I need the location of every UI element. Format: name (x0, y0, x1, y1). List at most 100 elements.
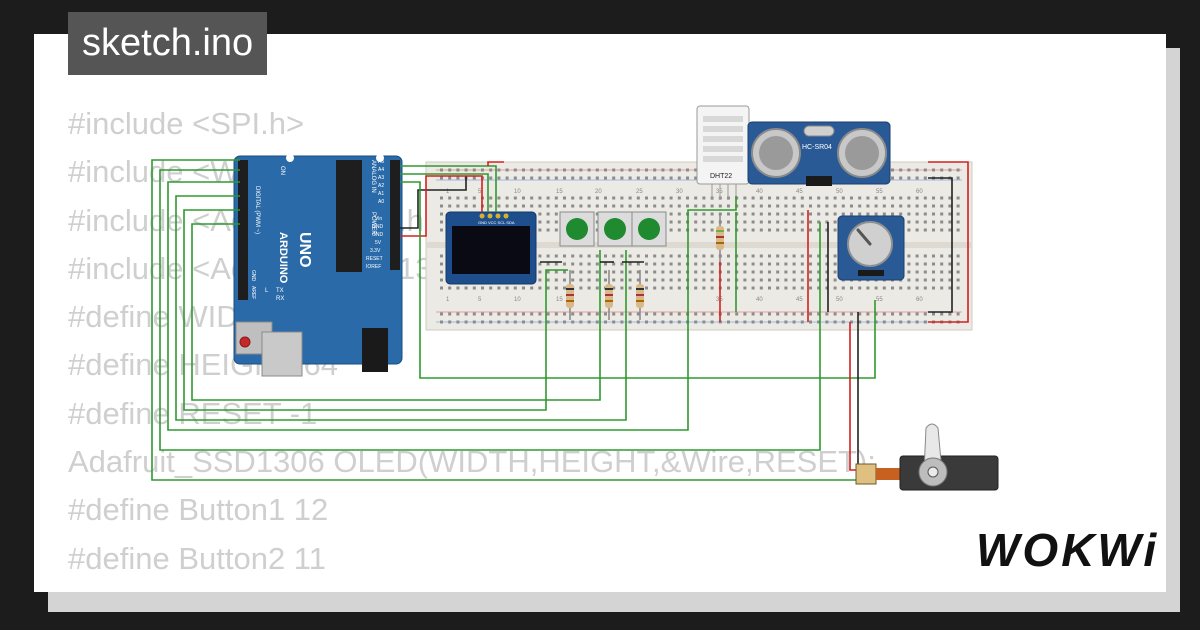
arduino-uno-board[interactable]: UNO ARDUINO DIGITAL (PWM ~) ANALOG IN PO… (233, 154, 403, 377)
breadboard-hole (620, 312, 624, 316)
breadboard-hole (472, 204, 476, 208)
analog-pin-label: A0 (378, 199, 384, 205)
resistor[interactable] (605, 270, 613, 320)
column-number: 45 (796, 189, 803, 195)
breadboard-hole (800, 196, 804, 200)
push-button-2[interactable] (597, 211, 633, 247)
breadboard-hole (907, 262, 911, 266)
breadboard-hole (563, 270, 566, 274)
breadboard-hole (915, 176, 919, 180)
breadboard-hole (948, 212, 952, 216)
breadboard-hole (874, 204, 878, 208)
breadboard-hole (595, 220, 599, 224)
breadboard-hole (653, 286, 657, 290)
breadboard-hole (874, 320, 878, 324)
breadboard-hole (727, 228, 730, 232)
breadboard-hole (489, 286, 493, 290)
breadboard-hole (620, 278, 624, 282)
power-pin-label: IOREF (366, 264, 381, 270)
breadboard-hole (882, 286, 886, 290)
breadboard-hole (530, 204, 534, 208)
resistor[interactable] (716, 214, 724, 262)
breadboard-hole (800, 220, 804, 224)
breadboard-hole (751, 278, 755, 282)
breadboard-hole (497, 196, 501, 200)
breadboard-hole (751, 204, 755, 208)
breadboard-hole (940, 212, 944, 216)
column-number: 40 (756, 189, 763, 195)
breadboard-hole (595, 278, 599, 282)
breadboard-hole (710, 278, 714, 282)
file-name-tab[interactable]: sketch.ino (68, 12, 268, 75)
resistor[interactable] (566, 270, 574, 320)
breadboard-hole (817, 262, 821, 266)
reset-button[interactable] (239, 336, 251, 348)
breadboard-hole (727, 270, 730, 274)
column-number: 15 (556, 189, 563, 195)
breadboard-hole (784, 270, 788, 274)
breadboard-hole (571, 320, 575, 324)
breadboard-hole (636, 204, 640, 208)
breadboard-hole (956, 270, 960, 274)
breadboard-hole (800, 270, 804, 274)
board-model-label: UNO (296, 232, 313, 268)
breadboard-hole (891, 320, 894, 324)
breadboard-hole (448, 196, 452, 200)
breadboard-hole (948, 254, 952, 258)
breadboard-hole (456, 320, 460, 324)
breadboard-hole (587, 196, 591, 200)
breadboard-hole (669, 254, 673, 258)
breadboard-hole (768, 212, 771, 216)
breadboard-hole (817, 196, 821, 200)
breadboard-hole (751, 254, 755, 258)
breadboard-hole (833, 286, 837, 290)
breadboard-hole (440, 196, 443, 200)
breadboard-hole (932, 262, 935, 266)
hc-sr04-ultrasonic-sensor[interactable]: HC-SR04 (747, 121, 891, 186)
breadboard-hole (456, 312, 460, 316)
breadboard-hole (702, 228, 706, 232)
breadboard-hole (940, 262, 944, 266)
dht22-sensor[interactable]: DHT22 (696, 105, 750, 200)
breadboard-hole (833, 262, 837, 266)
breadboard-hole (497, 286, 501, 290)
oled-display[interactable]: GND VCC SCL SDA (445, 211, 537, 285)
breadboard-hole (800, 228, 804, 232)
aref-label: AREF (250, 286, 256, 299)
breadboard-hole (907, 220, 911, 224)
breadboard-hole (702, 254, 706, 258)
breadboard-hole (694, 278, 698, 282)
breadboard-hole (538, 312, 542, 316)
breadboard-hole (628, 270, 632, 274)
servo-motor[interactable] (855, 423, 999, 491)
breadboard-hole (784, 262, 788, 266)
breadboard-hole (800, 278, 804, 282)
breadboard-hole (915, 220, 919, 224)
breadboard-hole (751, 212, 755, 216)
breadboard-hole (792, 312, 796, 316)
breadboard-hole (472, 286, 476, 290)
push-button-1[interactable] (559, 211, 595, 247)
breadboard-hole (612, 286, 616, 290)
breadboard-hole (800, 320, 804, 324)
breadboard-hole (702, 286, 706, 290)
breadboard-hole (440, 278, 443, 282)
breadboard-hole (677, 286, 681, 290)
push-button-3[interactable] (631, 211, 667, 247)
breadboard-hole (833, 270, 837, 274)
potentiometer[interactable] (837, 215, 905, 281)
breadboard-hole (825, 228, 829, 232)
breadboard-hole (464, 168, 468, 172)
breadboard-hole (620, 286, 624, 290)
breadboard-hole (858, 286, 862, 290)
resistor[interactable] (636, 270, 644, 320)
breadboard-hole (923, 270, 927, 274)
breadboard-hole (759, 286, 763, 290)
breadboard-hole (923, 228, 927, 232)
breadboard-hole (866, 196, 870, 200)
breadboard-hole (940, 168, 944, 172)
breadboard-hole (505, 168, 509, 172)
breadboard-hole (759, 320, 763, 324)
column-number: 25 (636, 189, 643, 195)
breadboard-hole (554, 176, 558, 180)
